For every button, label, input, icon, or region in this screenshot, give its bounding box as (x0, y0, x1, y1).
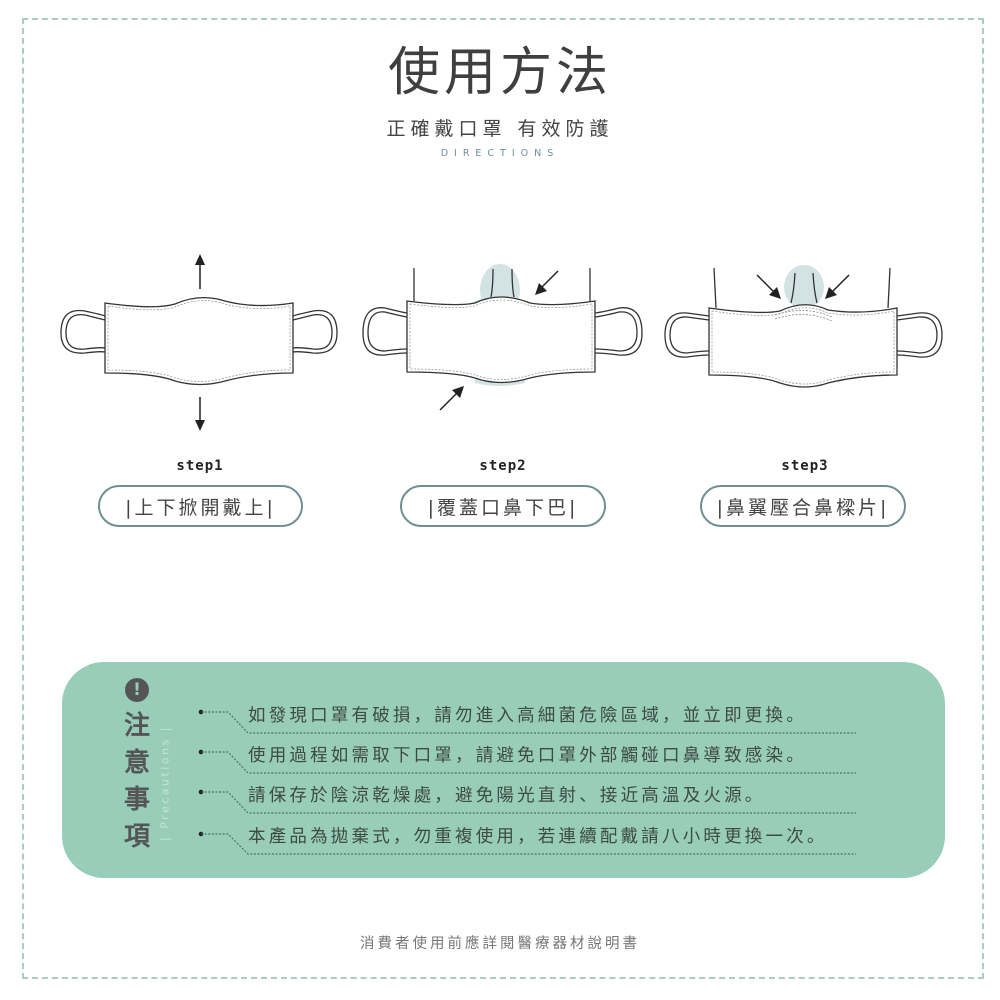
step3-instruction: |鼻翼壓合鼻樑片| (700, 485, 906, 527)
precaution-item: 請保存於陰涼乾燥處，避免陽光直射、接近高溫及火源。 (248, 786, 766, 806)
precautions-panel (62, 662, 945, 878)
precautions-english-text: | Precautions | (158, 725, 172, 841)
dashed-frame (22, 18, 984, 979)
precaution-item: 使用過程如需取下口罩，請避免口罩外部觸碰口鼻導致感染。 (248, 746, 807, 766)
page-subtitle: 正確戴口罩 有效防護 (386, 118, 614, 140)
precaution-item: 本產品為拋棄式，勿重複使用，若連續配戴請八小時更換一次。 (248, 827, 828, 847)
precautions-english: | Precautions | (155, 718, 175, 848)
step2-instruction: |覆蓋口鼻下巴| (400, 485, 606, 527)
precautions-title: 注 意 事 項 (122, 708, 152, 856)
footer-note: 消費者使用前應詳閱醫療器材說明書 (360, 936, 640, 952)
precautions-title-char: 注 (123, 711, 150, 741)
step2-label: step2 (479, 458, 527, 474)
mask-step2-illustration (362, 264, 643, 411)
step3-label: step3 (781, 458, 829, 474)
english-subtitle: DIRECTIONS (440, 148, 560, 159)
step1-label: step1 (176, 458, 224, 474)
exclamation-icon: ! (125, 678, 149, 702)
precautions-title-char: 意 (123, 748, 150, 778)
precautions-title-char: 項 (123, 822, 150, 852)
precautions-title-char: 事 (123, 785, 150, 815)
precaution-item: 如發現口罩有破損，請勿進入高細菌危險區域，並立即更換。 (248, 706, 807, 726)
page-title: 使用方法 (387, 43, 612, 103)
list-connectors (198, 709, 856, 855)
step1-instruction: |上下掀開戴上| (98, 485, 303, 527)
mask-step3-illustration (664, 265, 943, 388)
mask-step1-illustration (60, 254, 338, 431)
